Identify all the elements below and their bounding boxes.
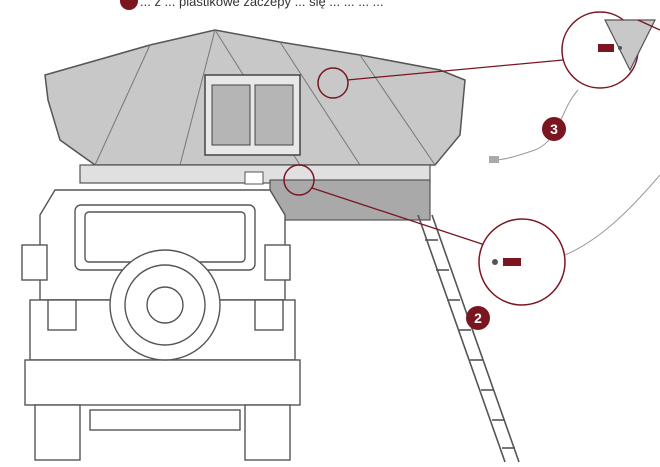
ladder [417, 214, 520, 463]
vehicle [21, 189, 301, 461]
tent-window [204, 74, 301, 156]
tent-base [79, 164, 431, 221]
caption-bullet-icon [120, 0, 138, 10]
top-caption: ... z ... plastikowe zaczepy ... się ...… [140, 0, 384, 9]
callout-2-detail [283, 164, 660, 306]
callout-badge-3: 3 [542, 117, 566, 141]
callout-3-detail [317, 11, 660, 163]
callout-badge-2: 2 [466, 306, 490, 330]
